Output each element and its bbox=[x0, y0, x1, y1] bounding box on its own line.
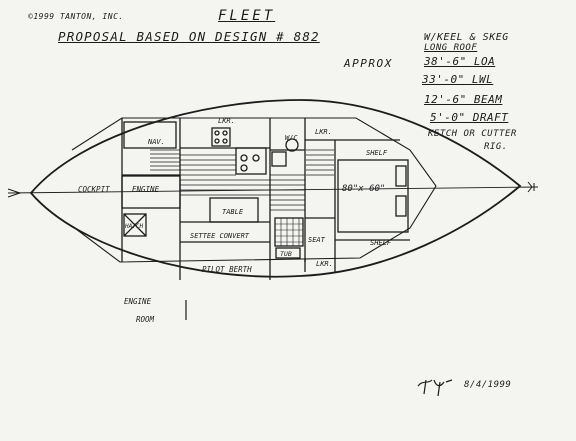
label-bunk: 80"x 60" bbox=[342, 184, 385, 194]
label-wc: W/C bbox=[285, 134, 298, 142]
spec-rig: RIG. bbox=[484, 142, 508, 152]
spec-loa: 38'-6" LOA bbox=[424, 55, 496, 68]
label-settee: SETTEE CONVERT bbox=[190, 232, 250, 240]
label-engine: ENGINE bbox=[132, 185, 160, 194]
label-engine-room-1: ENGINE bbox=[124, 297, 152, 306]
approx-note: APPROX bbox=[344, 57, 393, 70]
stern-mark bbox=[7, 188, 22, 198]
forward-berth bbox=[337, 159, 409, 233]
stove bbox=[211, 127, 231, 147]
spec-beam: 12'-6" BEAM bbox=[424, 93, 503, 106]
galley-counter bbox=[235, 147, 267, 175]
designer-signature bbox=[417, 379, 453, 397]
label-table: TABLE bbox=[222, 208, 244, 216]
table-box bbox=[209, 197, 259, 223]
spec-rig-type: KETCH OR CUTTER bbox=[428, 129, 517, 139]
spec-lwl: 33'-0" LWL bbox=[422, 73, 494, 86]
label-lkr-wc-side: LKR. bbox=[315, 128, 332, 136]
spec-long-roof: LONG ROOF bbox=[424, 43, 478, 53]
label-lkr-top: LKR. bbox=[218, 117, 235, 125]
label-hatch: HATCH bbox=[124, 223, 143, 230]
label-lkr-bottom: LKR. bbox=[316, 260, 333, 268]
cabin-trunk bbox=[71, 117, 437, 263]
drawing-date: 8/4/1999 bbox=[464, 380, 512, 390]
hatch-box bbox=[123, 213, 147, 237]
label-shelf-top: SHELF bbox=[366, 149, 388, 157]
label-cockpit: COCKPIT bbox=[78, 185, 110, 194]
label-seat: SEAT bbox=[308, 236, 326, 244]
nav-station bbox=[123, 121, 177, 149]
drawing-title: FLEET bbox=[218, 8, 276, 24]
label-pilot-berth: PILOT BERTH bbox=[202, 265, 252, 274]
tub-box bbox=[274, 217, 304, 247]
hull-outline bbox=[29, 99, 522, 278]
label-engine-room-2: ROOM bbox=[136, 315, 155, 324]
drawing-subtitle: PROPOSAL BASED ON DESIGN # 882 bbox=[58, 29, 320, 44]
copyright: ©1999 TANTON, INC. bbox=[28, 12, 124, 21]
label-shelf-bottom: SHELF bbox=[370, 239, 392, 247]
toilet bbox=[285, 138, 299, 152]
spec-draft: 5'-0" DRAFT bbox=[430, 111, 509, 124]
spec-keel-skeg: W/KEEL & SKEG bbox=[424, 32, 509, 43]
label-tub: TUB bbox=[280, 250, 292, 258]
bow-mark bbox=[527, 181, 535, 193]
label-nav: NAV. bbox=[147, 138, 165, 146]
sink bbox=[271, 151, 287, 167]
engine-box bbox=[121, 175, 181, 209]
